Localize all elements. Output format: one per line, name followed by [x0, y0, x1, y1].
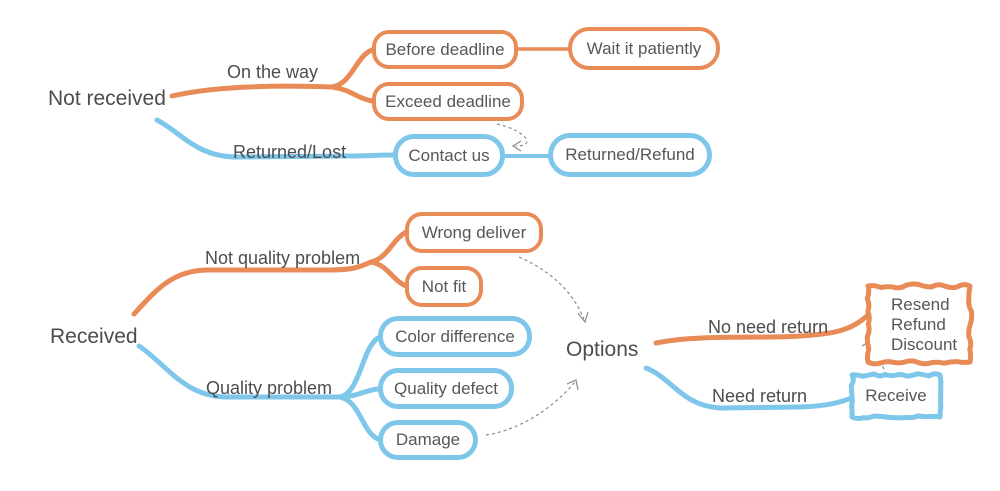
arrowhead-damage-to-options [566, 379, 579, 391]
arrowhead-exceed-to-contact [511, 140, 522, 152]
branch-label-quality-problem[interactable]: Quality problem [206, 378, 333, 398]
node-exceed-deadline[interactable]: Exceed deadline [372, 82, 524, 121]
node-receive[interactable]: Receive [865, 386, 927, 405]
branch-line-no-need-return [653, 312, 871, 346]
node-returned-refund[interactable]: Returned/Refund [548, 133, 712, 177]
node-quality-defect[interactable]: Quality defect [378, 368, 514, 409]
branch-label-not-quality-problem[interactable]: Not quality problem [205, 248, 361, 268]
branch-label-on-the-way[interactable]: On the way [227, 62, 319, 82]
node-not-fit[interactable]: Not fit [405, 266, 483, 307]
node-resend-refund-discount[interactable]: Resend Refund Discount [891, 295, 969, 355]
node-not-received[interactable]: Not received [48, 87, 166, 110]
node-wrong-deliver[interactable]: Wrong deliver [405, 212, 543, 253]
node-contact-us[interactable]: Contact us [393, 134, 505, 177]
branch-line-to-wrong-deliver [368, 229, 409, 265]
resend-box-scribble-border [864, 281, 975, 367]
resend-line: Resend [891, 295, 950, 314]
branch-label-returned-lost[interactable]: Returned/Lost [233, 142, 347, 162]
branch-line-to-before-deadline [329, 47, 375, 90]
dashed-arrow-wrong-deliver-to-options [518, 256, 585, 320]
branch-line-on-the-way [169, 83, 335, 99]
branch-line-not-quality [131, 259, 374, 317]
node-before-deadline[interactable]: Before deadline [372, 30, 518, 69]
branch-line-to-exceed-deadline [329, 84, 375, 104]
branch-line-quality-problem [136, 343, 343, 400]
node-received[interactable]: Received [50, 325, 138, 348]
arrowhead-wrong-deliver-to-options [577, 311, 589, 324]
node-wait-it-patiently[interactable]: Wait it patiently [568, 27, 720, 70]
refund-line: Refund [891, 315, 946, 334]
branch-line-to-damage [337, 394, 381, 442]
receive-box-scribble-border [848, 371, 944, 422]
branch-label-need-return[interactable]: Need return [712, 386, 808, 406]
node-damage[interactable]: Damage [378, 420, 478, 460]
branch-line-to-not-fit [368, 259, 409, 289]
node-options[interactable]: Options [566, 338, 639, 361]
discount-line: Discount [891, 335, 958, 354]
branch-line-need-return [643, 365, 855, 411]
dashed-arrow-exceed-to-contact [496, 123, 528, 147]
branch-label-no-need-return[interactable]: No need return [708, 317, 829, 337]
node-color-difference[interactable]: Color difference [378, 316, 532, 357]
branch-line-returned-lost [154, 117, 396, 160]
